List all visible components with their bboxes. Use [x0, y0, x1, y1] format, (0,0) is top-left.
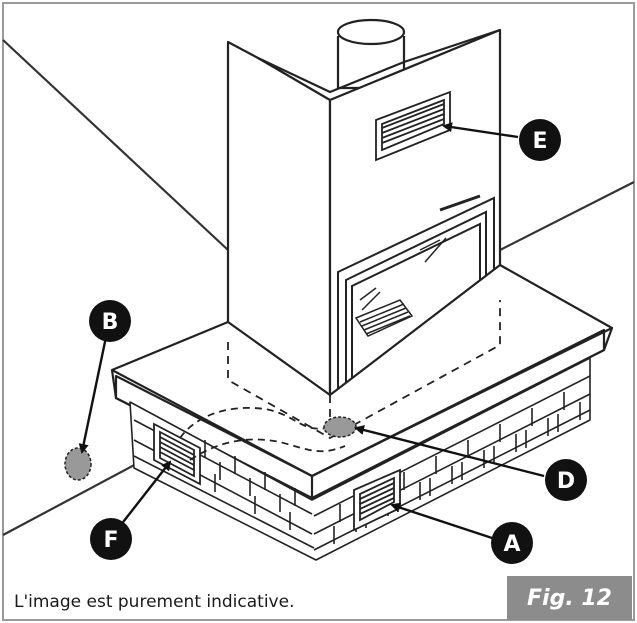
room-walls	[2, 39, 635, 536]
pointer-arrows	[78, 122, 545, 540]
label-b: B	[89, 300, 131, 342]
outside-air-b	[64, 447, 92, 481]
flue-pipe	[336, 18, 406, 90]
base-vent-a	[353, 468, 401, 532]
hearth-slab	[110, 263, 614, 500]
label-f-text: F	[103, 528, 118, 553]
label-e-text: E	[532, 129, 547, 154]
figure-tag: Fig. 12	[507, 576, 632, 620]
label-e: E	[519, 119, 561, 161]
label-d: D	[545, 459, 587, 501]
label-a-text: A	[503, 532, 520, 557]
label-f: F	[90, 518, 132, 560]
label-d-text: D	[557, 469, 575, 494]
disclaimer-caption: L'image est purement indicative.	[14, 592, 295, 612]
air-intake-d	[323, 416, 357, 438]
label-b-text: B	[102, 310, 119, 335]
base-vent-f	[153, 422, 201, 486]
air-duct-dashed	[179, 407, 346, 461]
label-a: A	[491, 522, 533, 564]
